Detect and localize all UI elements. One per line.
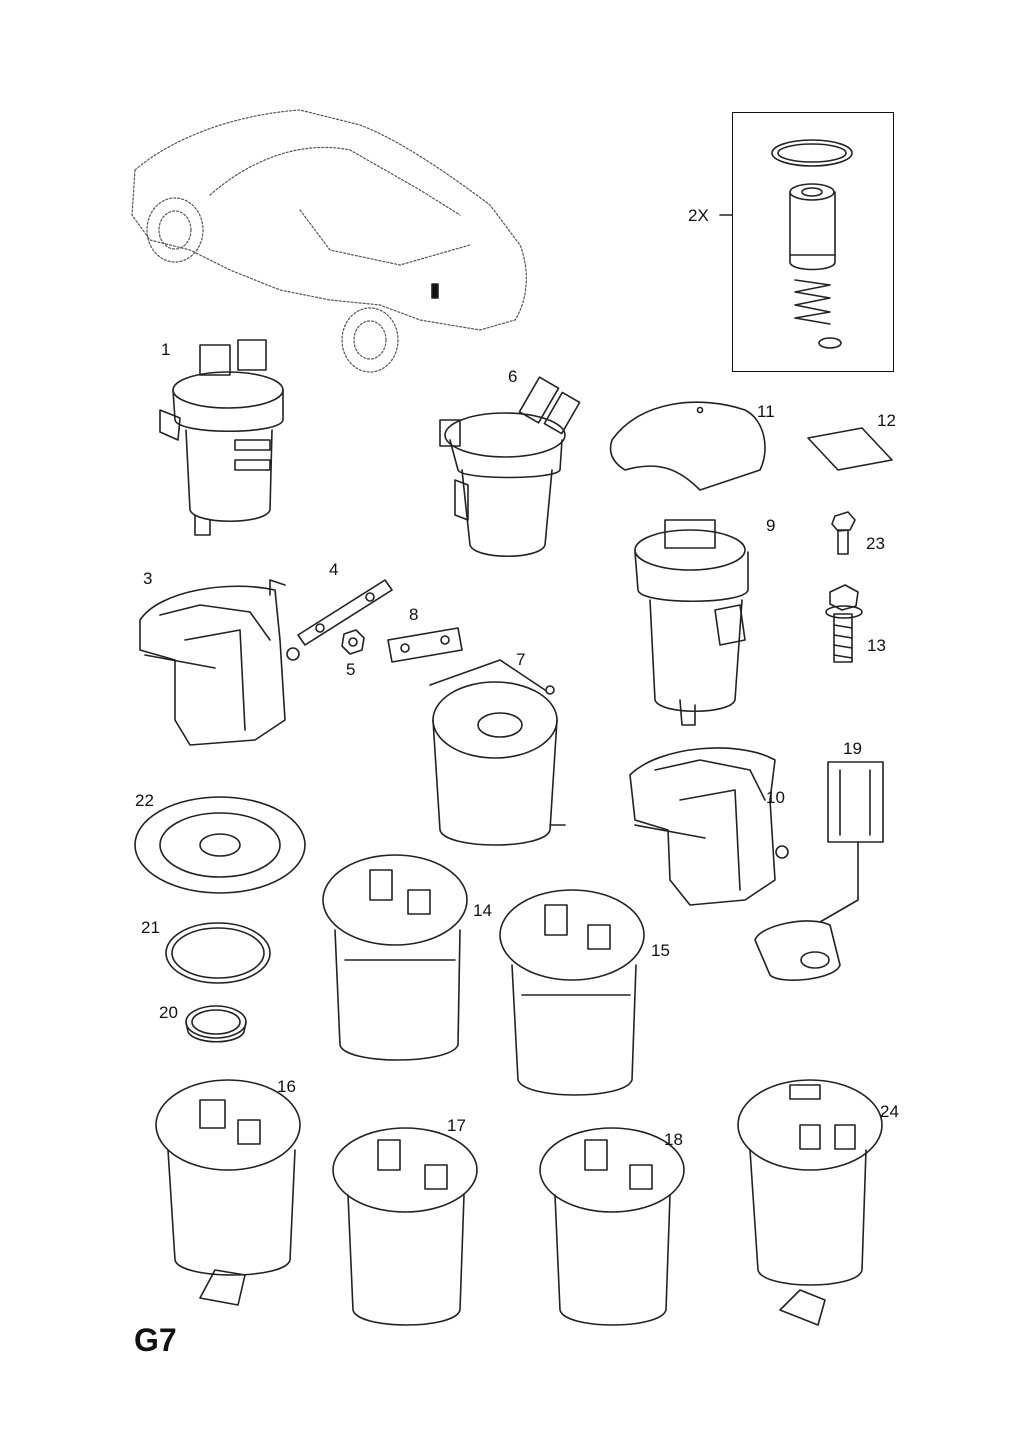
part-16-fuel-pump-module	[155, 1079, 301, 1306]
callout-2x: 2X	[688, 206, 709, 225]
part-12-pad	[807, 427, 893, 471]
callout-21: 21	[141, 918, 160, 937]
callout-10: 10	[766, 788, 785, 807]
part-14-fuel-pump-module	[322, 854, 468, 1061]
callout-20: 20	[159, 1003, 178, 1022]
callout-17: 17	[447, 1116, 466, 1135]
callout-7: 7	[516, 650, 526, 669]
part-20-retaining-ring	[185, 1005, 247, 1043]
callout-6: 6	[508, 367, 518, 386]
callout-18: 18	[664, 1130, 683, 1149]
callout-24: 24	[880, 1102, 899, 1121]
callout-19: 19	[843, 739, 862, 758]
figure-code: G7	[134, 1322, 177, 1358]
part-10-bracket	[629, 747, 789, 906]
callout-14: 14	[473, 901, 492, 920]
callout-13: 13	[867, 636, 886, 655]
callout-3: 3	[143, 569, 153, 588]
part-5-nut	[341, 629, 365, 655]
callout-22: 22	[135, 791, 154, 810]
callout-16: 16	[277, 1077, 296, 1096]
vehicle-outline	[131, 109, 527, 373]
part-21-seal-ring	[165, 922, 271, 984]
part-17-fuel-pump-module	[332, 1127, 478, 1326]
callout-8: 8	[409, 605, 419, 624]
part-6-fuel-filter-head	[439, 376, 581, 558]
callout-1: 1	[161, 340, 171, 359]
part-1-fuel-filter	[159, 339, 284, 536]
part-9-fuel-filter	[634, 519, 749, 726]
callout-9: 9	[766, 516, 776, 535]
callout-4: 4	[329, 560, 339, 579]
part-8-plate	[387, 627, 463, 663]
callout-15: 15	[651, 941, 670, 960]
part-19-level-sender	[754, 761, 884, 981]
part-22-flange-gasket	[134, 796, 306, 894]
part-24-fuel-pump-module	[737, 1079, 883, 1326]
callout-5: 5	[346, 660, 356, 679]
part-23-bolt	[831, 511, 856, 555]
callout-12: 12	[877, 411, 896, 430]
part-3-bracket	[139, 579, 300, 746]
part-18-fuel-pump-module	[539, 1127, 685, 1326]
filter-kit-parts	[719, 139, 853, 349]
part-11-cover	[609, 401, 766, 491]
part-4-strap	[297, 579, 393, 646]
callout-23: 23	[866, 534, 885, 553]
part-7-housing	[429, 659, 566, 846]
part-13-bolt	[825, 584, 863, 663]
inset-frame-filter-kit	[732, 112, 894, 372]
part-15-fuel-pump-module	[499, 889, 645, 1096]
callout-11: 11	[757, 402, 775, 421]
